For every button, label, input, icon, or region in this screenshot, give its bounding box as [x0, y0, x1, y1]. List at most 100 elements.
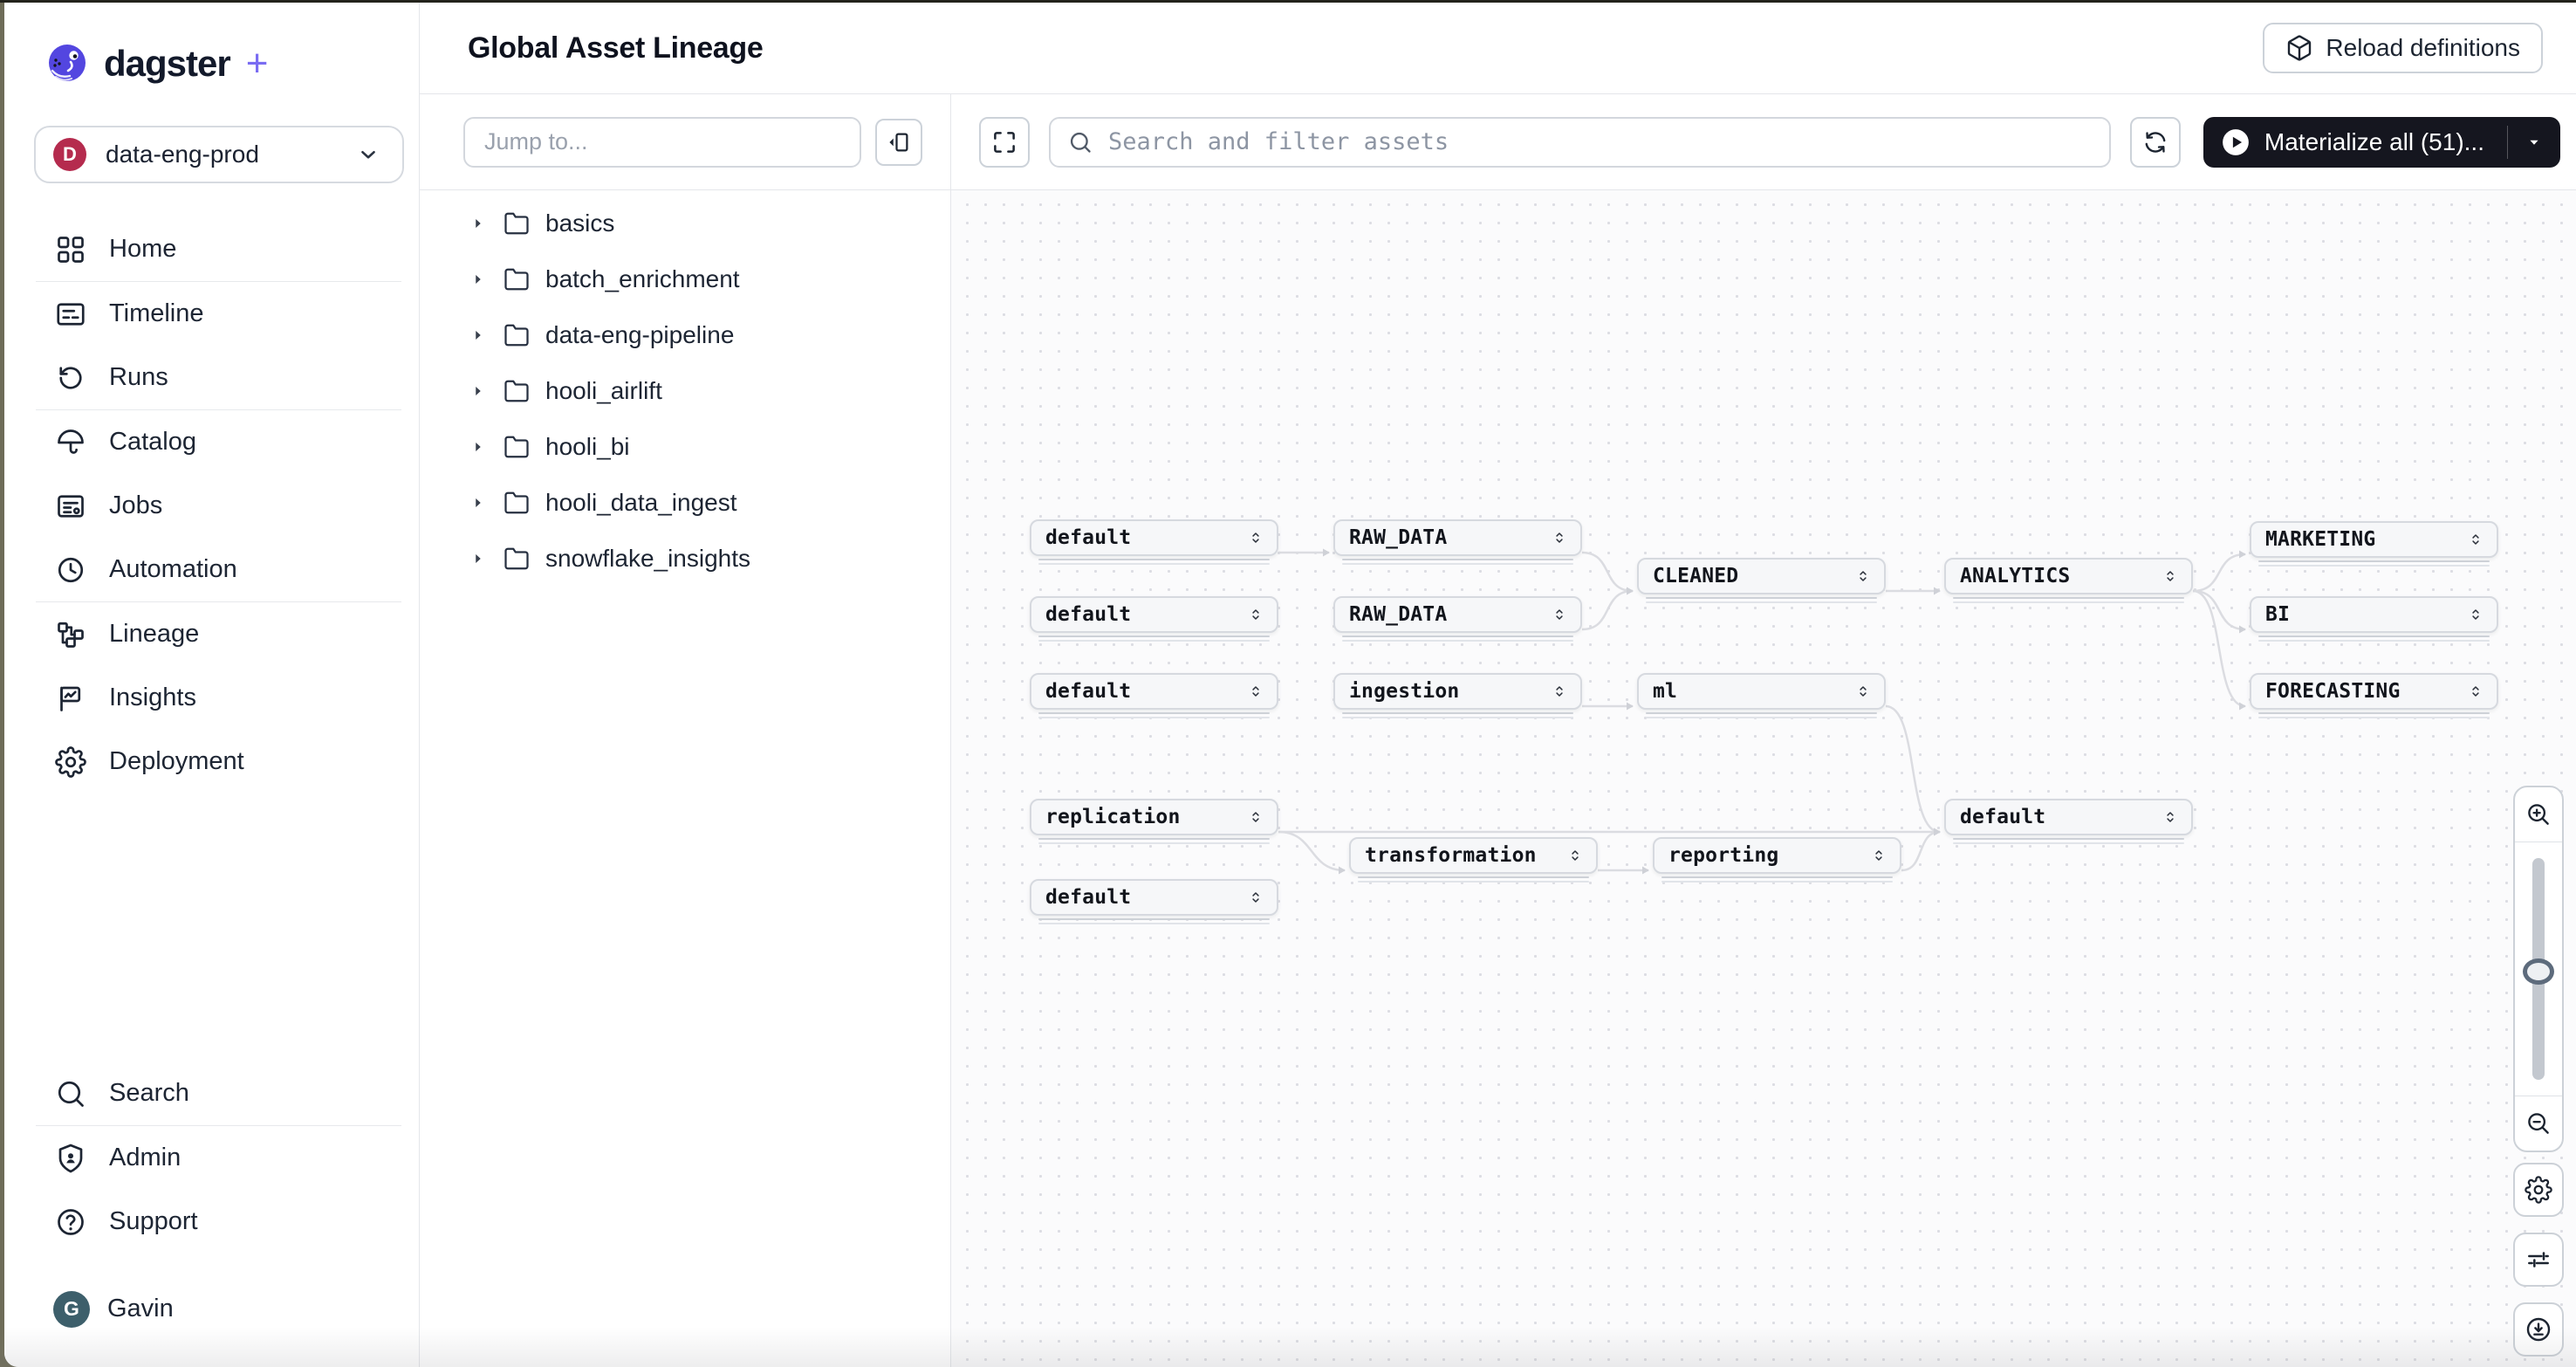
tree-item-label: snowflake_insights: [545, 545, 751, 572]
folder-icon: [504, 380, 529, 402]
lineage-edge: [1885, 704, 1941, 836]
workspace-avatar: D: [53, 138, 86, 171]
sidebar-item-deployment[interactable]: Deployment: [4, 730, 419, 793]
asset-tree-panel: basics batch_enrichment data-eng-pipeline h…: [420, 94, 951, 1367]
collapse-panel-icon: [889, 133, 908, 151]
sidebar-item-support[interactable]: Support: [4, 1190, 419, 1254]
zoom-slider-handle[interactable]: [2523, 958, 2554, 985]
reload-definitions-label: Reload definitions: [2326, 34, 2520, 61]
tree-item-batch_enrichment[interactable]: batch_enrichment: [420, 251, 950, 307]
lineage-edge: [1901, 828, 1941, 872]
asset-group-node-ANALYTICS[interactable]: ANALYTICS: [1944, 558, 2193, 603]
sidebar-item-home[interactable]: Home: [4, 217, 419, 281]
asset-group-node-default[interactable]: default: [1944, 799, 2193, 844]
sidebar-item-label: Timeline: [109, 299, 204, 327]
refresh-button[interactable]: [2129, 116, 2181, 168]
caret-right-icon: [476, 218, 481, 229]
group-node-label: MARKETING: [2265, 528, 2376, 551]
unfold-icon: [1572, 850, 1579, 861]
asset-group-node-CLEANED[interactable]: CLEANED: [1637, 558, 1886, 603]
tree-item-label: data-eng-pipeline: [545, 321, 735, 348]
sidebar-item-insights[interactable]: Insights: [4, 666, 419, 730]
reload-definitions-button[interactable]: Reload definitions: [2263, 23, 2543, 73]
folder-icon: [504, 491, 529, 514]
asset-group-node-default[interactable]: default: [1030, 596, 1278, 642]
sidebar-item-runs[interactable]: Runs: [4, 346, 419, 409]
unfold-icon: [2472, 686, 2479, 697]
lineage-icon: [58, 622, 84, 648]
sidebar-item-admin[interactable]: Admin: [4, 1126, 419, 1190]
group-node-label: replication: [1045, 806, 1181, 828]
asset-group-node-RAW_DATA[interactable]: RAW_DATA: [1333, 596, 1582, 642]
caret-right-icon: [476, 274, 481, 285]
collapse-panel-button[interactable]: [875, 118, 922, 166]
asset-group-node-reporting[interactable]: reporting: [1653, 837, 1901, 883]
workspace-switcher[interactable]: D data-eng-prod: [34, 126, 404, 183]
tree-item-snowflake_insights[interactable]: snowflake_insights: [420, 531, 950, 587]
user-menu[interactable]: G Gavin: [4, 1277, 419, 1341]
graph-settings-button[interactable]: [2513, 1163, 2564, 1217]
sidebar-item-search[interactable]: Search: [4, 1061, 419, 1125]
asset-group-node-transformation[interactable]: transformation: [1349, 837, 1598, 883]
asset-group-node-FORECASTING[interactable]: FORECASTING: [2250, 673, 2498, 718]
tree-item-hooli_bi[interactable]: hooli_bi: [420, 419, 950, 475]
gear-icon: [2525, 1176, 2552, 1204]
materialize-all-button[interactable]: Materialize all (51)...: [2203, 117, 2507, 168]
tree-item-label: hooli_airlift: [545, 377, 662, 404]
download-button[interactable]: [2513, 1302, 2564, 1357]
tree-item-data-eng-pipeline[interactable]: data-eng-pipeline: [420, 307, 950, 363]
cube-reload-icon: [2288, 35, 2312, 61]
asset-group-node-RAW_DATA[interactable]: RAW_DATA: [1333, 519, 1582, 565]
asset-group-node-BI[interactable]: BI: [2250, 596, 2498, 642]
folder-icon: [504, 436, 529, 458]
group-node-label: default: [1045, 603, 1132, 626]
sidebar-item-label: Home: [109, 235, 177, 263]
asset-group-node-ingestion[interactable]: ingestion: [1333, 673, 1582, 718]
sidebar-item-timeline[interactable]: Timeline: [4, 282, 419, 346]
automation-icon: [58, 557, 84, 582]
caret-right-icon: [476, 330, 481, 340]
jump-to-input[interactable]: [463, 116, 861, 168]
asset-group-node-default[interactable]: default: [1030, 519, 1278, 565]
caret-right-icon: [476, 553, 481, 564]
folder-icon: [504, 268, 529, 291]
timeline-icon: [57, 302, 85, 326]
filter-settings-button[interactable]: [2513, 1233, 2564, 1287]
sidebar-item-jobs[interactable]: Jobs: [4, 474, 419, 538]
tree-item-hooli_airlift[interactable]: hooli_airlift: [420, 363, 950, 419]
search-assets-input[interactable]: [1049, 116, 2111, 168]
unfold-icon: [1860, 571, 1867, 581]
fullscreen-button[interactable]: [979, 116, 1030, 168]
sidebar-item-label: Admin: [109, 1144, 182, 1171]
asset-group-node-default[interactable]: default: [1030, 673, 1278, 718]
sidebar-item-catalog[interactable]: Catalog: [4, 410, 419, 474]
unfold-icon: [1556, 686, 1563, 697]
sidebar-item-lineage[interactable]: Lineage: [4, 602, 419, 666]
asset-group-node-ml[interactable]: ml: [1637, 673, 1886, 718]
unfold-icon: [1252, 686, 1259, 697]
materialize-all-label: Materialize all (51)...: [2264, 127, 2484, 155]
zoom-out-icon: [2528, 1113, 2549, 1134]
group-node-label: RAW_DATA: [1349, 526, 1448, 549]
zoom-in-button[interactable]: [2515, 787, 2562, 841]
sidebar-item-automation[interactable]: Automation: [4, 538, 419, 601]
unfold-icon: [1252, 892, 1259, 903]
zoom-out-button[interactable]: [2515, 1096, 2562, 1151]
asset-group-node-default[interactable]: default: [1030, 879, 1278, 924]
folder-icon: [504, 547, 529, 570]
tree-toolbar: [420, 94, 950, 190]
tree-item-label: batch_enrichment: [545, 265, 740, 292]
asset-group-node-MARKETING[interactable]: MARKETING: [2250, 521, 2498, 567]
materialize-options-button[interactable]: [2508, 117, 2560, 168]
tree-item-hooli_data_ingest[interactable]: hooli_data_ingest: [420, 475, 950, 531]
tree-item-basics[interactable]: basics: [420, 196, 950, 251]
asset-group-node-replication[interactable]: replication: [1030, 799, 1278, 844]
caret-right-icon: [476, 498, 481, 508]
folder-icon: [504, 212, 529, 235]
chevron-down-icon: [361, 150, 375, 159]
zoom-slider: [2515, 842, 2562, 1096]
nav-divider: [36, 1125, 401, 1126]
group-node-label: FORECASTING: [2265, 680, 2401, 703]
